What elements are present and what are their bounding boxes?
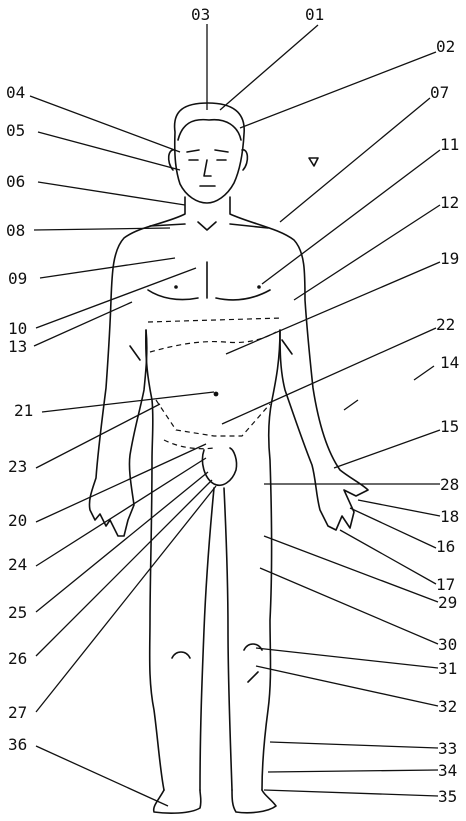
leader-17 (340, 530, 436, 584)
head-outline (175, 103, 245, 203)
label-03: 03 (191, 5, 210, 24)
label-19: 19 (440, 249, 459, 268)
leader-34 (268, 770, 438, 772)
label-04: 04 (6, 83, 25, 102)
epigastric-region-boundary (148, 318, 282, 352)
label-12: 12 (440, 193, 459, 212)
leader-07 (280, 98, 430, 222)
label-31: 31 (438, 659, 457, 678)
right-eyebrow (215, 150, 228, 152)
left-eyebrow (187, 150, 199, 152)
label-33: 33 (438, 739, 457, 758)
label-32: 32 (438, 697, 457, 716)
label-16: 16 (436, 537, 455, 556)
torso-left-outline (89, 197, 185, 536)
label-13: 13 (8, 337, 27, 356)
leader-06 (38, 182, 185, 205)
label-18: 18 (440, 507, 459, 526)
torso-right-outline (230, 197, 368, 530)
leader-35 (264, 790, 438, 796)
human-figure-outline (89, 103, 368, 813)
label-20: 20 (8, 511, 27, 530)
label-35: 35 (438, 787, 457, 806)
leader-25 (36, 472, 208, 612)
pubic-region-boundary (164, 440, 214, 449)
label-17: 17 (436, 575, 455, 594)
label-28: 28 (440, 475, 459, 494)
label-14: 14 (440, 353, 459, 372)
marker-arrow-upper (309, 158, 318, 166)
nose (204, 160, 211, 176)
genital-outline (202, 448, 236, 485)
hypogastric-region-boundary (156, 400, 270, 436)
left-nipple (174, 285, 178, 289)
label-15: 15 (440, 417, 459, 436)
right-foot (232, 790, 276, 813)
sternal-notch (198, 222, 216, 230)
label-23: 23 (8, 457, 27, 476)
label-36: 36 (8, 735, 27, 754)
leader-32 (256, 666, 438, 706)
label-34: 34 (438, 761, 457, 780)
leader-15 (334, 430, 440, 468)
right-kneecap (244, 644, 262, 650)
left-pectoral (148, 290, 198, 300)
label-10: 10 (8, 319, 27, 338)
label-11: 11 (440, 135, 459, 154)
leader-16 (350, 508, 436, 548)
label-02: 02 (436, 37, 455, 56)
label-08: 08 (6, 221, 25, 240)
navel (214, 392, 219, 397)
leader-11 (262, 150, 440, 284)
inner-left-leg (200, 488, 214, 790)
leader-26 (36, 480, 212, 656)
leader-36 (36, 746, 168, 806)
label-06: 06 (6, 172, 25, 191)
leader-09 (40, 258, 175, 278)
label-22: 22 (436, 315, 455, 334)
label-05: 05 (6, 121, 25, 140)
left-kneecap (172, 652, 190, 658)
label-21: 21 (14, 401, 33, 420)
right-pectoral (216, 290, 270, 300)
left-foot (154, 790, 201, 813)
leader-14 (414, 366, 434, 380)
label-07: 07 (430, 83, 449, 102)
label-01: 01 (305, 5, 324, 24)
label-26: 26 (8, 649, 27, 668)
label-30: 30 (438, 635, 457, 654)
leader-14b (344, 400, 358, 410)
label-09: 09 (8, 269, 27, 288)
leader-31 (256, 648, 438, 668)
leader-30 (260, 568, 438, 644)
leader-18 (358, 500, 440, 516)
leader-20 (36, 444, 206, 522)
right-knee-crease (248, 672, 258, 682)
leader-01 (220, 25, 318, 110)
leader-lines (30, 24, 440, 806)
leader-29 (264, 536, 438, 602)
label-25: 25 (8, 603, 27, 622)
leader-05 (38, 132, 180, 170)
leader-33 (270, 742, 438, 748)
left-elbow-mark (282, 340, 292, 354)
right-elbow-mark (130, 346, 140, 360)
right-nipple (257, 285, 261, 289)
leader-12 (294, 205, 440, 300)
label-24: 24 (8, 555, 27, 574)
leader-27 (36, 486, 216, 712)
leader-08 (34, 228, 170, 230)
label-29: 29 (438, 593, 457, 612)
inner-right-leg (224, 488, 232, 790)
leader-21 (42, 392, 214, 412)
leader-04 (30, 96, 180, 152)
hair-outline (178, 120, 241, 140)
label-27: 27 (8, 703, 27, 722)
leader-13 (34, 302, 132, 346)
leader-10 (36, 268, 196, 328)
